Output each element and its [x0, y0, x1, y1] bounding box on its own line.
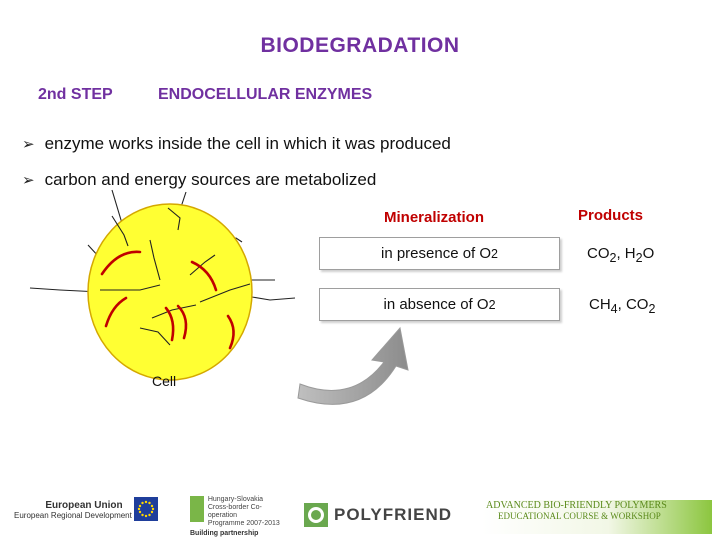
bullet-text: enzyme works inside the cell in which it…	[44, 134, 451, 153]
polyfriend-text: POLYFRIEND	[334, 505, 453, 524]
enzyme	[176, 304, 188, 340]
strand	[139, 327, 171, 346]
strand	[151, 304, 197, 319]
building-partnership: Building partnership	[190, 530, 259, 537]
strand	[167, 207, 181, 231]
curved-arrow-icon	[297, 326, 409, 405]
formula-part: CO	[587, 245, 610, 262]
bullet-item-1: ➢ enzyme works inside the cell in which …	[22, 134, 451, 154]
husk-line: Hungary-Slovakia	[207, 496, 264, 503]
advanced-line1: ADVANCED BIO-FRIENDLY POLYMERS	[486, 500, 667, 511]
enzyme	[100, 250, 142, 276]
formula-separator: ,	[617, 296, 626, 313]
step-label: 2nd STEP	[38, 86, 113, 103]
advanced-banner: ADVANCED BIO-FRIENDLY POLYMERS EDUCATION…	[482, 500, 712, 534]
enzyme	[190, 260, 218, 292]
formula-subscript: 2	[635, 251, 643, 265]
eu-title: European Union	[45, 500, 123, 511]
eu-stars-icon	[137, 500, 155, 518]
condition-subscript: 2	[488, 297, 496, 312]
husk-logo-block: Hungary-Slovakia Cross-border Co-operati…	[190, 496, 290, 537]
strand	[149, 239, 161, 281]
formula-subscript: 2	[609, 251, 617, 265]
formula-part: CO	[625, 296, 649, 313]
husk-line: Programme 2007-2013	[207, 520, 280, 527]
cell-label: Cell	[152, 373, 177, 389]
slide-title: BIODEGRADATION	[260, 34, 460, 57]
polyfriend-icon	[304, 503, 328, 527]
eu-flag-icon	[134, 497, 158, 521]
product-anaerobic: CH4, CO2	[589, 296, 655, 316]
polyfriend-logo: POLYFRIEND	[304, 503, 452, 527]
strand	[189, 254, 216, 276]
condition-subscript: 2	[491, 246, 498, 261]
mineralization-header: Mineralization	[384, 209, 485, 226]
inner-strands	[100, 207, 251, 346]
enzymes	[100, 250, 235, 350]
enzyme	[164, 306, 175, 342]
bullet-arrow-icon: ➢	[22, 172, 35, 189]
formula-part: O	[642, 245, 655, 262]
cell-body	[87, 203, 253, 381]
advanced-line2: EDUCATIONAL COURSE & WORKSHOP	[498, 511, 661, 521]
formula-subscript: 4	[610, 302, 618, 316]
enzyme-type-heading: ENDOCELLULAR ENZYMES	[158, 86, 373, 103]
product-aerobic: CO2, H2O	[587, 245, 654, 265]
eu-subtitle: European Regional Development Fund	[14, 511, 153, 520]
condition-text: in absence of O	[383, 296, 489, 313]
strand	[111, 215, 129, 247]
husk-logo-icon	[190, 496, 204, 522]
strand	[199, 283, 251, 303]
cell-illustration	[29, 189, 296, 381]
husk-text: Hungary-Slovakia Cross-border Co-operati…	[208, 496, 290, 528]
formula-separator: ,	[616, 245, 625, 262]
strand	[100, 284, 161, 291]
enzyme	[104, 296, 128, 328]
products-header: Products	[578, 207, 644, 224]
condition-text: in presence of O	[380, 245, 492, 262]
formula-part: CH	[589, 296, 611, 313]
formula-subscript: 2	[648, 302, 656, 316]
enzyme	[226, 314, 235, 350]
husk-line: Cross-border Co-operation	[207, 504, 262, 519]
formula-part: H	[624, 245, 636, 262]
eu-logo-block: European Union European Regional Develop…	[14, 500, 154, 520]
bullet-text: carbon and energy sources are metabolize…	[44, 170, 377, 189]
bullet-arrow-icon: ➢	[22, 136, 35, 153]
bullet-item-2: ➢ carbon and energy sources are metaboli…	[22, 170, 376, 190]
